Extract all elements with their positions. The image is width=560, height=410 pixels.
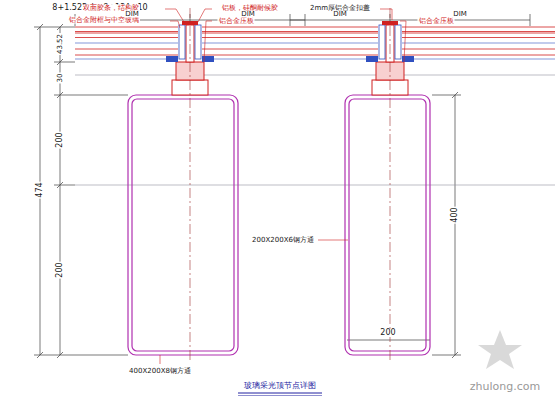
callout-text: 铝合金附框与中空玻璃	[68, 17, 140, 24]
dimension-text: 200	[379, 329, 396, 337]
dimension-text: 30	[57, 73, 64, 84]
dimension-text: DIM	[332, 11, 348, 18]
dimension-text: 200	[56, 131, 64, 148]
callout-text: 铝合金压板	[418, 18, 455, 25]
member-label: 400X200X8钢方通	[128, 368, 192, 375]
dimension-text: 200	[56, 261, 64, 278]
dimension-text: 474	[36, 181, 44, 198]
dimension-text: DIM	[124, 11, 140, 18]
callout-text: 铝合金压板	[218, 18, 255, 25]
dimension-text: DIM	[240, 11, 256, 18]
dimension-text: 43.52	[57, 33, 64, 55]
member-label: 200X200X6钢方通	[251, 237, 315, 244]
dimension-text: DIM	[452, 11, 468, 18]
dimension-text: 400	[451, 206, 459, 223]
watermark: zhulong.com	[469, 381, 541, 392]
drawing-title: 玻璃采光顶节点详图	[243, 382, 317, 390]
